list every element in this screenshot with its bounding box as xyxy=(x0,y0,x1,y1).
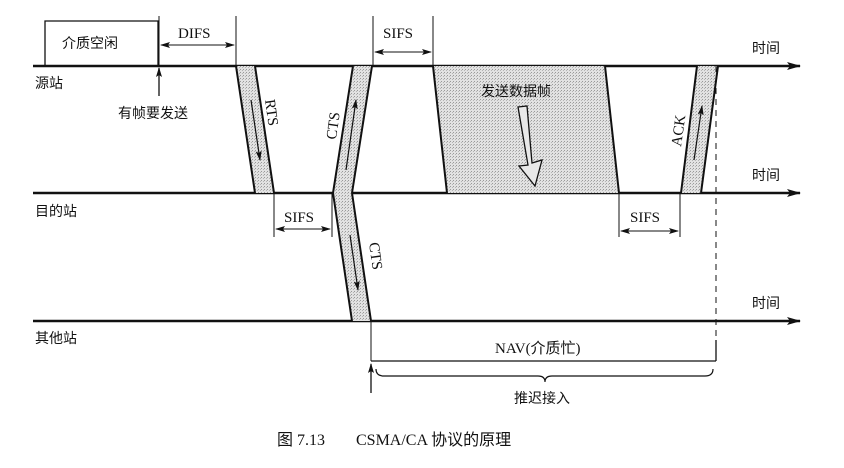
nav-bracket xyxy=(370,321,717,362)
data-frame xyxy=(432,65,620,194)
sifs-dest-1-interval xyxy=(273,193,333,237)
rts-label: RTS xyxy=(261,98,281,127)
destination-time-label: 时间 xyxy=(752,168,780,184)
source-station-label: 源站 xyxy=(35,76,63,92)
frame-to-send-label: 有帧要发送 xyxy=(118,106,188,122)
medium-idle-label: 介质空闲 xyxy=(62,36,118,52)
cts-down-label: CTS xyxy=(365,241,385,270)
difs-label: DIFS xyxy=(178,26,211,42)
sifs-dest-1-label: SIFS xyxy=(284,210,314,226)
other-time-label: 时间 xyxy=(752,296,780,312)
data-down-arrow-icon xyxy=(517,105,543,188)
difs-interval xyxy=(160,16,237,66)
sifs-dest-2-interval xyxy=(618,193,681,237)
data-frame-label: 发送数据帧 xyxy=(481,84,551,100)
figure-number: 图 7.13 xyxy=(277,432,325,449)
ack-label: ACK xyxy=(669,114,689,148)
figure-caption-text: CSMA/CA 协议的原理 xyxy=(356,431,511,449)
cts-down-frame xyxy=(332,192,372,322)
defer-brace xyxy=(375,368,714,383)
other-station-label: 其他站 xyxy=(35,331,77,347)
cts-up-frame xyxy=(332,65,373,194)
nav-label: NAV(介质忙) xyxy=(495,340,581,357)
destination-station-label: 目的站 xyxy=(35,204,77,220)
sifs-top-label: SIFS xyxy=(383,26,413,42)
figure-caption: 图 7.13 CSMA/CA 协议的原理 xyxy=(277,431,511,449)
medium-idle-box xyxy=(44,20,159,66)
rts-frame xyxy=(235,65,275,194)
cts-up-label: CTS xyxy=(324,111,344,140)
sifs-top-interval xyxy=(372,16,434,66)
sifs-dest-2-label: SIFS xyxy=(630,210,660,226)
ack-frame xyxy=(680,65,719,194)
defer-access-label: 推迟接入 xyxy=(514,390,570,407)
source-time-label: 时间 xyxy=(752,41,780,57)
